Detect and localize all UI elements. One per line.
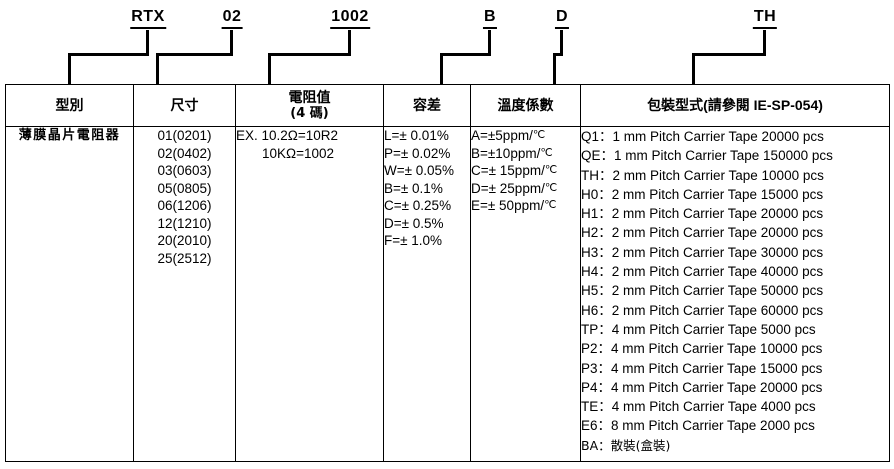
part-code-type: RTX bbox=[130, 8, 166, 29]
celsius-unit: ℃ bbox=[540, 146, 553, 159]
type-value: 薄膜晶片電阻器 bbox=[18, 128, 121, 143]
part-code-resistance: 1002 bbox=[330, 8, 370, 29]
cell-packaging: Q1：1 mm Pitch Carrier Tape 20000 pcs QE：… bbox=[580, 126, 890, 462]
header-type-label: 型別 bbox=[55, 97, 84, 114]
leader-line-type-segment-b bbox=[68, 53, 149, 56]
part-code-tolerance: B bbox=[482, 8, 498, 29]
part-code-packaging: TH bbox=[752, 8, 778, 29]
table-header-row: 型別 尺寸 電阻值 (4 碼) 容差 溫度係數 包裝型式(請參閱 IE-SP-0… bbox=[5, 84, 890, 127]
part-code-tcr: D bbox=[554, 8, 570, 29]
packaging-option: H2：2 mm Pitch Carrier Tape 20000 pcs bbox=[581, 225, 824, 241]
packaging-option: P3：4 mm Pitch Carrier Tape 15000 pcs bbox=[581, 360, 823, 376]
leader-line-tolerance-segment-b bbox=[440, 53, 491, 56]
packaging-option: TH：2 mm Pitch Carrier Tape 10000 pcs bbox=[581, 167, 824, 183]
tolerance-option: C=± 0.25% bbox=[384, 198, 452, 213]
size-option: 02(0402) bbox=[157, 145, 212, 161]
size-option: 05(0805) bbox=[157, 180, 212, 196]
packaging-option: H4：2 mm Pitch Carrier Tape 40000 pcs bbox=[581, 264, 824, 280]
packaging-option: E6：8 mm Pitch Carrier Tape 2000 pcs bbox=[581, 418, 815, 434]
tcr-option: A=±5ppm/℃ bbox=[471, 127, 580, 145]
packaging-option: P2：4 mm Pitch Carrier Tape 10000 pcs bbox=[581, 341, 823, 357]
celsius-unit: ℃ bbox=[544, 181, 558, 194]
leader-line-type-segment-a bbox=[146, 30, 149, 54]
header-tcr-label: 溫度係數 bbox=[497, 97, 554, 114]
cell-size: 01(0201) 02(0402) 03(0603) 05(0805) 06(1… bbox=[133, 126, 236, 462]
header-type: 型別 bbox=[5, 84, 134, 127]
tcr-option: D=± 25ppm/℃ bbox=[471, 180, 580, 198]
size-option: 01(0201) bbox=[157, 128, 212, 143]
packaging-option: BA：散裝(盒裝) bbox=[581, 437, 671, 453]
leader-line-resistance-segment-c bbox=[268, 53, 271, 85]
tcr-option-text: C=± 15ppm/ bbox=[471, 163, 545, 178]
leader-line-resistance-segment-a bbox=[348, 30, 351, 54]
resistance-example-line2: 10KΩ=1002 bbox=[262, 146, 335, 161]
tcr-option-text: B=±10ppm/ bbox=[471, 145, 541, 161]
header-size-label: 尺寸 bbox=[170, 97, 199, 114]
leader-line-packaging-segment-b bbox=[692, 53, 766, 56]
header-size: 尺寸 bbox=[133, 84, 236, 127]
packaging-option: H6：2 mm Pitch Carrier Tape 60000 pcs bbox=[581, 302, 824, 318]
tcr-option: C=± 15ppm/℃ bbox=[471, 162, 580, 180]
tolerance-option: D=± 0.5% bbox=[384, 215, 444, 231]
part-code-size: 02 bbox=[221, 8, 243, 29]
cell-type: 薄膜晶片電阻器 bbox=[5, 126, 134, 462]
tolerance-option: P=± 0.02% bbox=[384, 145, 451, 161]
tolerance-option: F=± 1.0% bbox=[384, 233, 443, 248]
leader-line-tcr-segment-c bbox=[553, 53, 556, 85]
leader-line-packaging-segment-a bbox=[763, 30, 766, 54]
header-packaging-label: 包裝型式(請參閱 IE-SP-054) bbox=[647, 97, 823, 113]
header-tolerance-label: 容差 bbox=[413, 97, 441, 114]
header-tcr: 溫度係數 bbox=[470, 84, 581, 127]
packaging-option: H5：2 mm Pitch Carrier Tape 50000 pcs bbox=[581, 283, 824, 299]
packaging-option: TP：4 mm Pitch Carrier Tape 5000 pcs bbox=[581, 321, 816, 337]
packaging-option: H1：2 mm Pitch Carrier Tape 20000 pcs bbox=[581, 206, 824, 222]
size-option: 25(2512) bbox=[157, 250, 212, 266]
part-number-table: 型別 尺寸 電阻值 (4 碼) 容差 溫度係數 包裝型式(請參閱 IE-SP-0… bbox=[5, 84, 890, 462]
cell-tcr: A=±5ppm/℃ B=±10ppm/℃ C=± 15ppm/℃ D=± 25p… bbox=[470, 126, 581, 462]
leader-line-size-segment-a bbox=[230, 30, 233, 54]
leader-line-tcr-segment-b bbox=[553, 53, 563, 56]
cell-resistance: EX. 10.2Ω=10R2 10KΩ=1002 bbox=[235, 126, 384, 462]
tolerance-option: B=± 0.1% bbox=[384, 180, 443, 196]
leader-line-size-segment-c bbox=[156, 53, 159, 85]
packaging-option: QE：1 mm Pitch Carrier Tape 150000 pcs bbox=[581, 148, 833, 164]
resistance-example-line1: EX. 10.2Ω=10R2 bbox=[236, 128, 339, 143]
leader-line-packaging-segment-c bbox=[692, 53, 695, 85]
tolerance-option: W=± 0.05% bbox=[384, 163, 455, 178]
leader-line-size-segment-b bbox=[156, 53, 233, 56]
packaging-option: P4：4 mm Pitch Carrier Tape 20000 pcs bbox=[581, 379, 823, 395]
tcr-option-text: D=± 25ppm/ bbox=[471, 180, 545, 196]
cell-tolerance: L=± 0.01% P=± 0.02% W=± 0.05% B=± 0.1% C… bbox=[383, 126, 471, 462]
size-option: 06(1206) bbox=[157, 198, 212, 213]
leader-line-type-segment-c bbox=[68, 53, 71, 85]
leader-line-tolerance-segment-a bbox=[488, 30, 491, 54]
celsius-unit: ℃ bbox=[532, 129, 546, 141]
packaging-option: H0：2 mm Pitch Carrier Tape 15000 pcs bbox=[581, 186, 824, 202]
tcr-option: E=± 50ppm/℃ bbox=[471, 197, 580, 215]
header-resistance-label: 電阻值 bbox=[288, 90, 331, 106]
leader-line-tolerance-segment-c bbox=[440, 53, 443, 85]
header-packaging: 包裝型式(請參閱 IE-SP-054) bbox=[580, 84, 890, 127]
table-body-row: 薄膜晶片電阻器 01(0201) 02(0402) 03(0603) 05(08… bbox=[5, 126, 890, 462]
celsius-unit: ℃ bbox=[544, 199, 557, 211]
packaging-option: TE：4 mm Pitch Carrier Tape 4000 pcs bbox=[581, 399, 816, 415]
tcr-option: B=±10ppm/℃ bbox=[471, 145, 580, 163]
leader-line-tcr-segment-a bbox=[560, 30, 563, 54]
size-option: 12(1210) bbox=[157, 215, 212, 231]
packaging-option: H3：2 mm Pitch Carrier Tape 30000 pcs bbox=[581, 244, 824, 260]
size-option: 20(2010) bbox=[157, 233, 212, 248]
tcr-option-text: A=±5ppm/ bbox=[471, 128, 533, 143]
packaging-option: Q1：1 mm Pitch Carrier Tape 20000 pcs bbox=[581, 129, 824, 144]
header-tolerance: 容差 bbox=[383, 84, 471, 127]
tcr-option-text: E=± 50ppm/ bbox=[471, 198, 545, 213]
header-resistance-sublabel: (4 碼) bbox=[290, 106, 329, 121]
tolerance-option: L=± 0.01% bbox=[384, 128, 449, 143]
size-option: 03(0603) bbox=[157, 163, 212, 178]
celsius-unit: ℃ bbox=[544, 164, 558, 176]
header-resistance: 電阻值 (4 碼) bbox=[235, 84, 384, 127]
leader-line-resistance-segment-b bbox=[268, 53, 351, 56]
